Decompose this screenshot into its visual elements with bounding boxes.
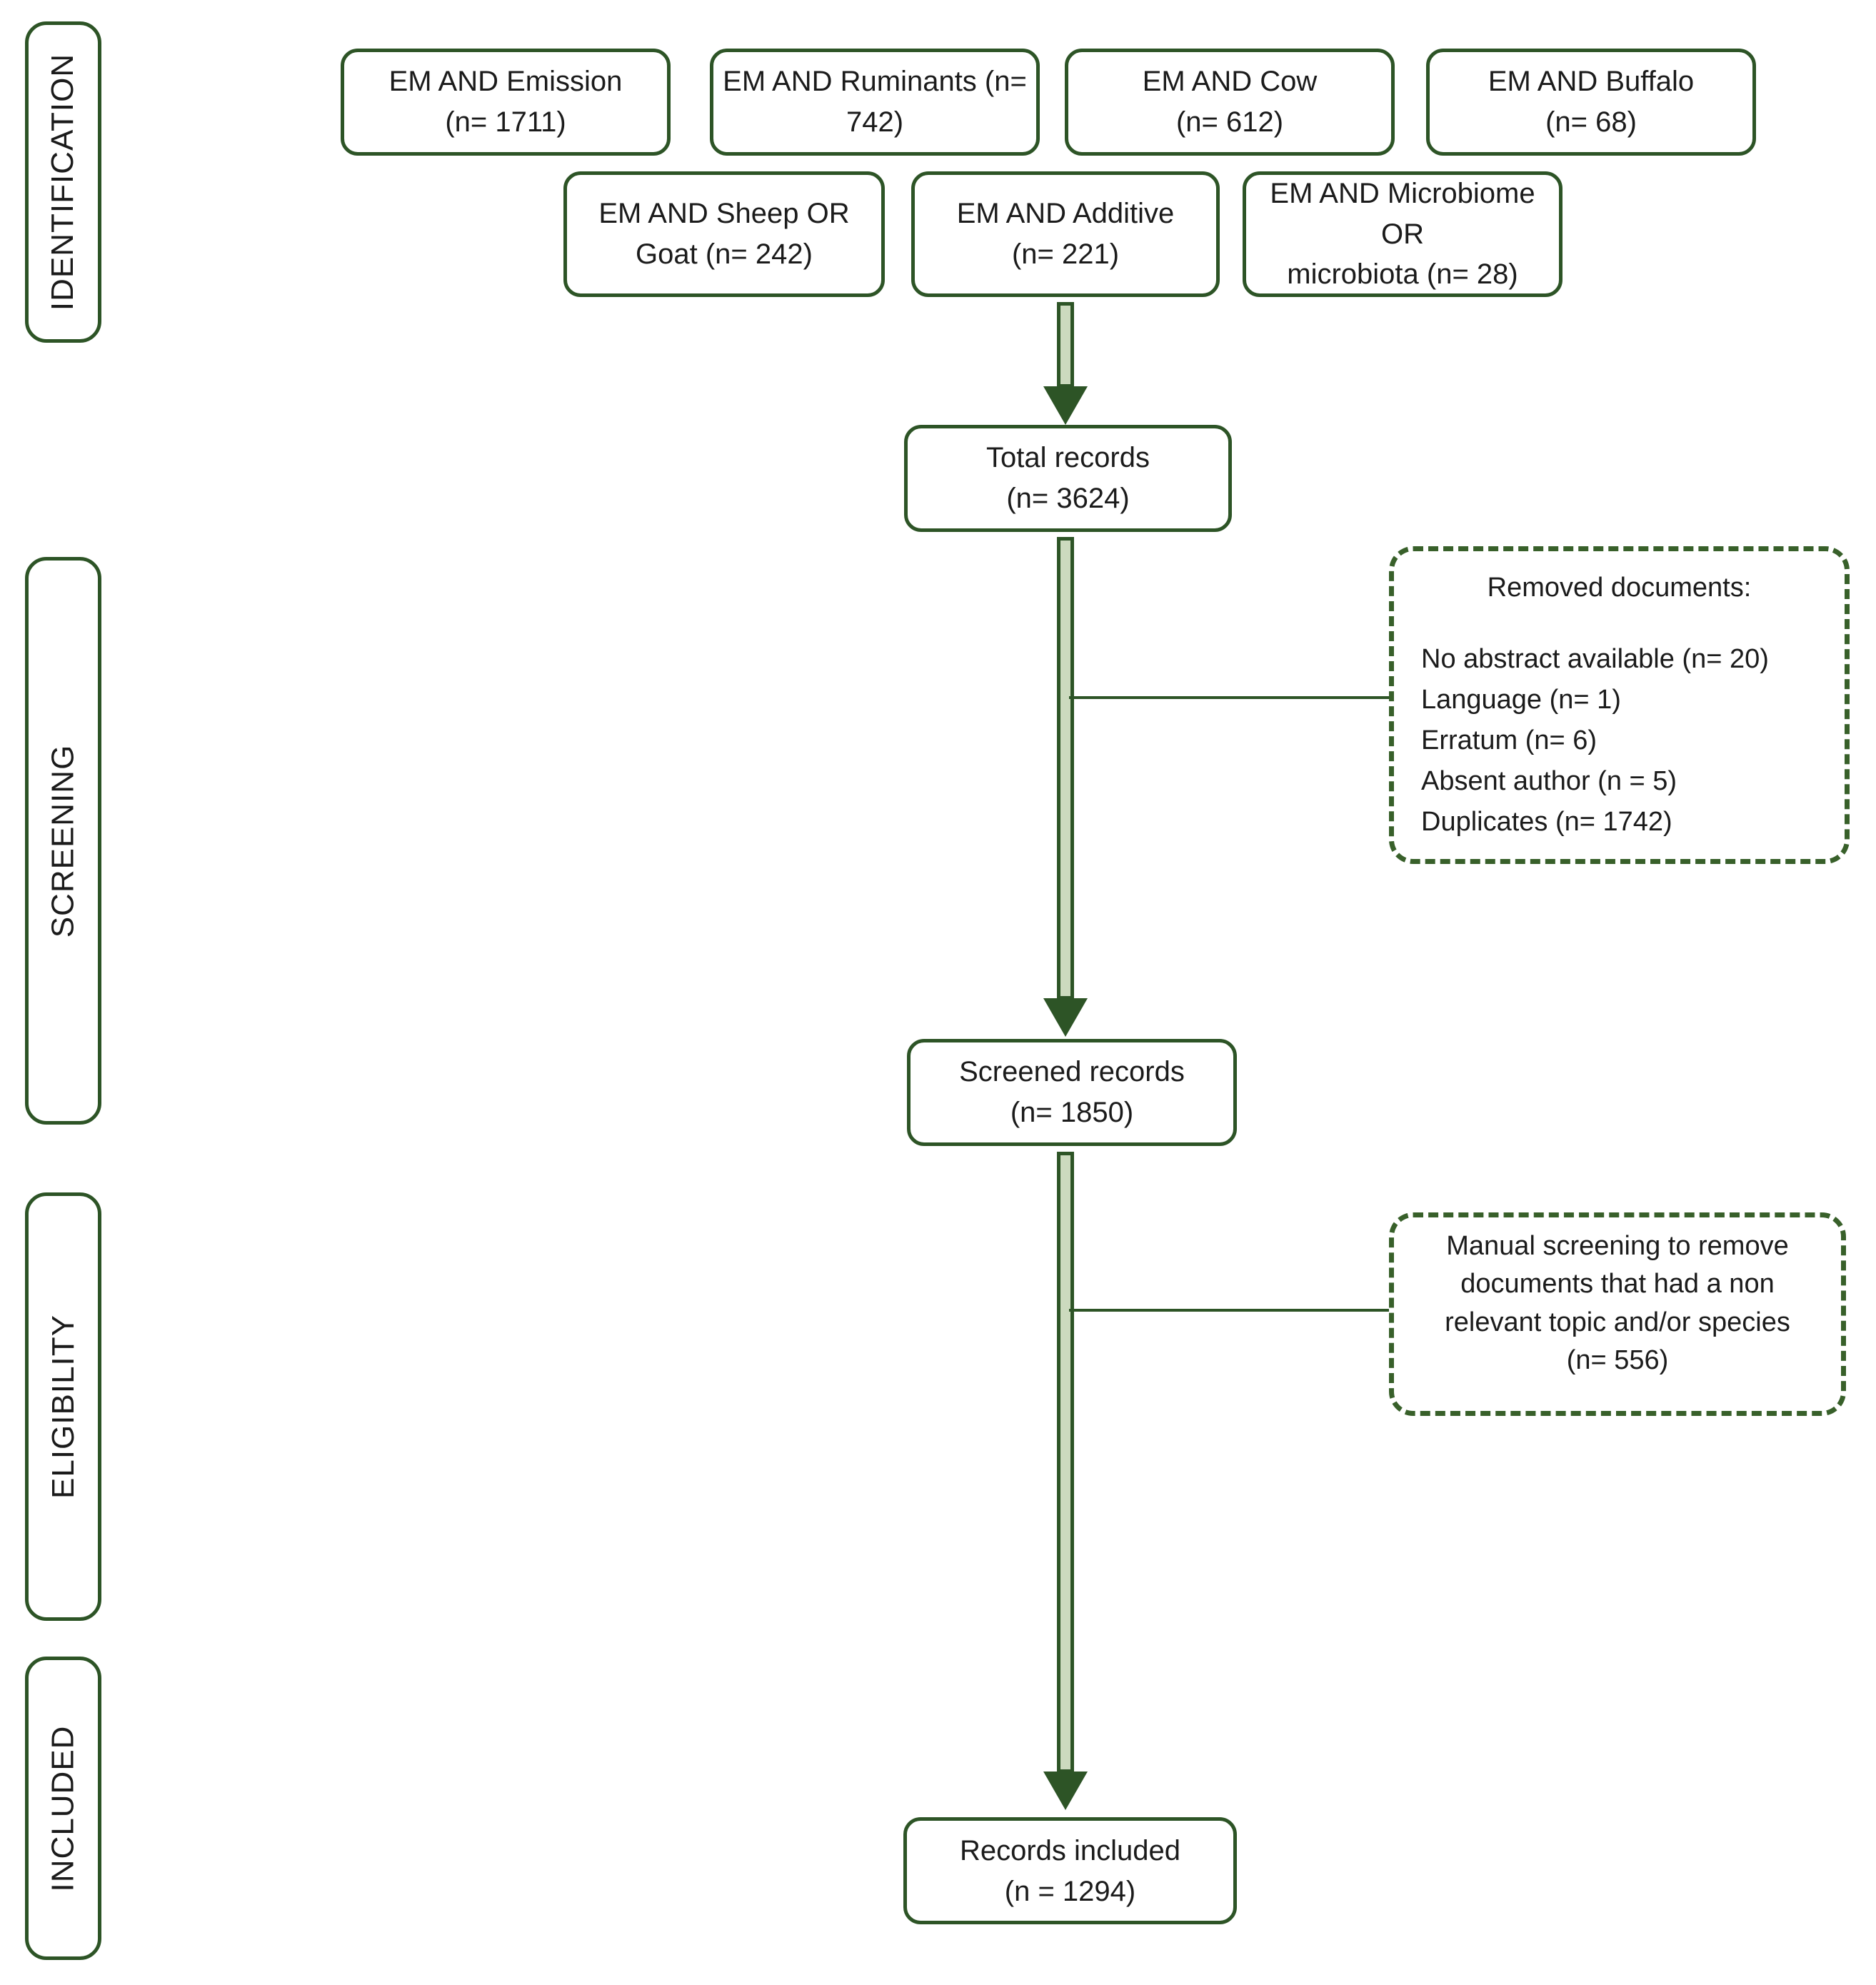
search-term-box-cow: EM AND Cow (n= 612)	[1065, 49, 1395, 156]
search-term-line: EM AND Buffalo	[1488, 66, 1695, 98]
arrow-shaft	[1057, 302, 1074, 388]
stage-eligibility-label: ELIGIBILITY	[45, 1315, 81, 1499]
total-records-box: Total records (n= 3624)	[904, 425, 1232, 532]
search-term-box-microbiome: EM AND Microbiome OR microbiota (n= 28)	[1243, 171, 1563, 297]
stage-identification: IDENTIFICATION	[25, 21, 101, 343]
search-term-line: (n= 1711)	[445, 106, 566, 138]
removed-documents-item: No abstract available (n= 20)	[1421, 644, 1769, 674]
search-term-line: (n= 612)	[1175, 106, 1284, 138]
manual-screening-line: documents that had a non	[1460, 1269, 1775, 1300]
manual-screening-box: Manual screening to remove documents tha…	[1389, 1212, 1846, 1416]
search-term-line: EM AND Ruminants (n=	[723, 66, 1027, 98]
stage-screening-label: SCREENING	[45, 744, 81, 938]
removed-documents-item: Absent author (n = 5)	[1421, 766, 1677, 796]
stage-included: INCLUDED	[25, 1657, 101, 1960]
search-term-line: (n= 221)	[1011, 238, 1120, 270]
records-included-line: Records included	[959, 1835, 1181, 1866]
stage-eligibility: ELIGIBILITY	[25, 1192, 101, 1621]
records-included-box: Records included (n = 1294)	[903, 1817, 1237, 1924]
search-term-box-ruminants: EM AND Ruminants (n= 742)	[710, 49, 1040, 156]
down-arrow-to-records-included	[1043, 1152, 1088, 1810]
stage-identification-label: IDENTIFICATION	[45, 53, 81, 311]
search-term-line: 742)	[846, 106, 904, 138]
search-term-line: Goat (n= 242)	[636, 238, 813, 270]
search-term-box-emission: EM AND Emission (n= 1711)	[341, 49, 671, 156]
manual-screening-line: (n= 556)	[1566, 1345, 1669, 1375]
screened-records-line: (n= 1850)	[1010, 1097, 1134, 1128]
manual-screening-line: Manual screening to remove	[1446, 1231, 1789, 1262]
total-records-line: Total records	[986, 442, 1150, 474]
search-term-line: EM AND Additive	[956, 198, 1175, 230]
arrow-head	[1043, 1772, 1088, 1810]
search-term-box-sheep-goat: EM AND Sheep OR Goat (n= 242)	[563, 171, 885, 297]
arrow-head	[1043, 998, 1088, 1037]
arrow-shaft	[1057, 537, 1074, 1000]
removed-documents-item: Erratum (n= 6)	[1421, 725, 1597, 755]
screened-records-line: Screened records	[959, 1056, 1185, 1088]
search-term-line: EM AND Emission	[388, 66, 623, 98]
total-records-line: (n= 3624)	[1006, 483, 1130, 514]
search-term-box-buffalo: EM AND Buffalo (n= 68)	[1426, 49, 1756, 156]
arrow-head	[1043, 386, 1088, 425]
search-term-line: (n= 68)	[1545, 106, 1637, 138]
removed-documents-title: Removed documents:	[1487, 573, 1752, 603]
arrow-shaft	[1057, 1152, 1074, 1773]
search-term-box-additive: EM AND Additive (n= 221)	[911, 171, 1220, 297]
search-term-line: microbiota (n= 28)	[1287, 258, 1518, 291]
records-included-line: (n = 1294)	[1004, 1875, 1136, 1907]
screened-records-box: Screened records (n= 1850)	[907, 1039, 1237, 1146]
search-term-line: EM AND Sheep OR	[598, 198, 850, 230]
removed-documents-box: Removed documents: No abstract available…	[1389, 546, 1850, 864]
manual-screening-line: relevant topic and/or species	[1445, 1307, 1790, 1337]
removed-documents-item: Duplicates (n= 1742)	[1421, 807, 1672, 837]
down-arrow-to-total-records	[1043, 302, 1088, 425]
connector-line-removed-documents	[1069, 696, 1389, 699]
search-term-line: EM AND Cow	[1142, 66, 1318, 98]
removed-documents-item: Language (n= 1)	[1421, 685, 1621, 715]
stage-screening: SCREENING	[25, 557, 101, 1125]
down-arrow-to-screened-records	[1043, 537, 1088, 1037]
stage-included-label: INCLUDED	[45, 1725, 81, 1891]
connector-line-manual-screening	[1069, 1309, 1389, 1312]
search-term-line: EM AND Microbiome OR	[1270, 177, 1535, 250]
